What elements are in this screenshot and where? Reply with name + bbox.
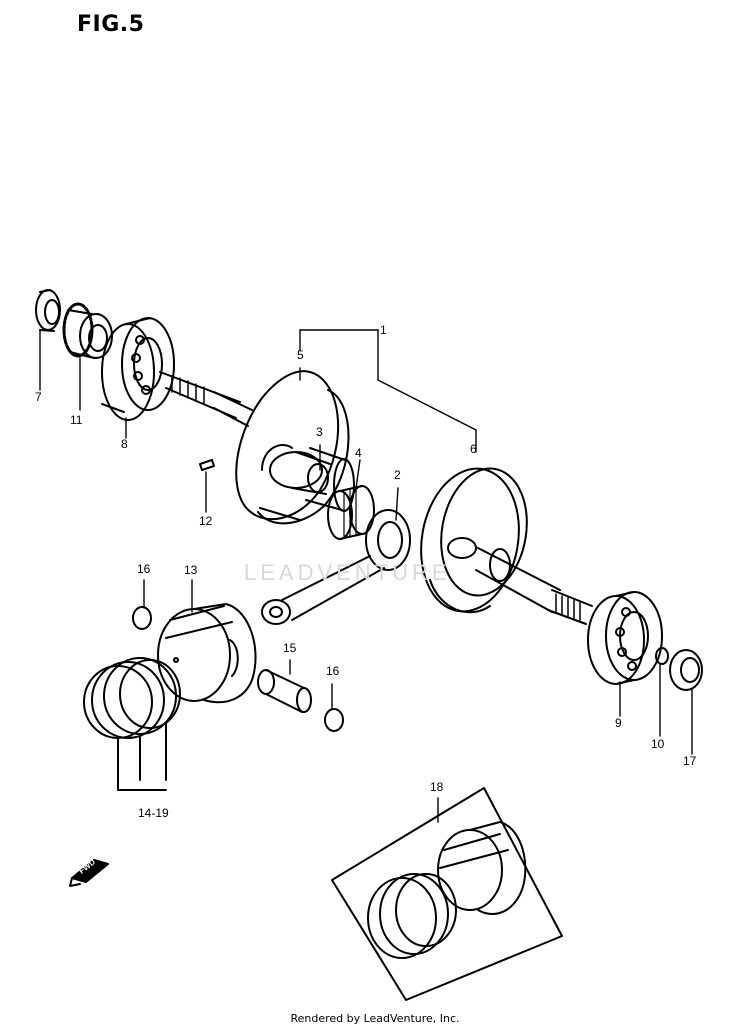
crank-flywheel-left-part-5 [235,370,350,525]
needle-bearing-part-4 [327,485,375,540]
sprocket-part-11 [62,302,113,359]
callout-1: 1 [380,323,387,337]
callout-12: 12 [199,514,213,528]
oil-seal-part-17 [669,649,703,691]
callout-2: 2 [394,468,401,482]
callout-7: 7 [35,390,42,404]
footer-credit: Rendered by LeadVenture, Inc. [290,1012,460,1025]
piston-part-13 [157,603,257,704]
callout-4: 4 [355,446,362,460]
crankshaft-left-shaft [159,371,253,427]
figure-title: FIG.5 [77,12,145,37]
callout-16-right: 16 [326,664,340,678]
callout-3: 3 [316,425,323,439]
callout-18: 18 [430,780,444,794]
callout-10: 10 [651,737,665,751]
connecting-rod-part-2 [261,509,411,625]
callout-11: 11 [70,413,83,427]
woodruff-key-part-12 [199,459,215,471]
crank-flywheel-right-part-6 [420,467,528,614]
piston-pin-clip-part-16-right [324,708,344,732]
callout-16-left: 16 [137,562,151,576]
forward-direction-arrow [69,859,109,887]
piston-pin-part-15 [257,669,312,713]
callout-9: 9 [615,716,622,730]
piston-set-part-18 [331,787,563,1001]
callout-15: 15 [283,641,297,655]
crankshaft-right-shaft [475,547,593,625]
callout-17: 17 [683,754,697,768]
callout-14-19: 14-19 [138,806,169,820]
callout-leader-lines [39,329,693,823]
bearing-part-9 [587,591,663,685]
watermark-text: LEADVENTURE [244,560,451,585]
callout-6: 6 [470,442,477,456]
o-ring-part-10 [655,647,669,665]
callout-5: 5 [297,348,304,362]
piston-ring-set-part-14-19 [83,657,181,791]
callout-13: 13 [184,563,198,577]
callout-8: 8 [121,437,128,451]
bearing-part-8 [101,317,175,421]
oil-seal-part-7 [35,289,61,332]
piston-pin-clip-part-16-left [132,606,152,630]
